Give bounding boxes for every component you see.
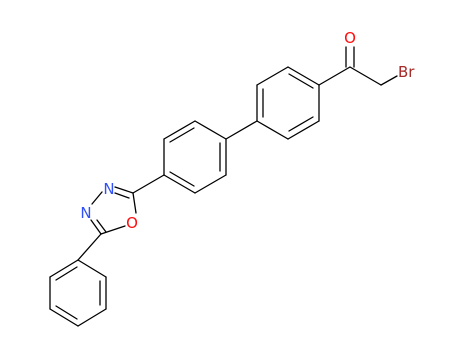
bond-inner [169, 127, 195, 143]
bond-inner [288, 73, 314, 89]
oxadiazole-nitrogen-label: N [80, 204, 91, 222]
bond [77, 308, 107, 327]
bond [163, 120, 196, 140]
bond [132, 192, 137, 214]
bond-inner [55, 305, 78, 320]
bond-inner [169, 171, 195, 187]
bond [287, 120, 320, 140]
bond-inner [55, 266, 78, 281]
bond [256, 66, 289, 86]
bond [77, 259, 107, 278]
bond [114, 186, 134, 194]
biphenyl-bond [225, 120, 258, 140]
bond [91, 191, 103, 205]
bond-inner [96, 219, 107, 233]
bond-inner [288, 116, 314, 132]
bond [287, 66, 320, 86]
bond [194, 120, 227, 140]
bond [380, 75, 398, 86]
bromoacetyl-group [318, 46, 398, 86]
bond [349, 66, 382, 86]
bond-inner [114, 192, 130, 199]
bond [49, 259, 79, 278]
bond [132, 174, 165, 194]
bromine-label: Br [398, 63, 415, 81]
bond [194, 174, 227, 194]
bond [49, 308, 79, 327]
bond [318, 66, 351, 86]
bond [100, 225, 126, 235]
phenyl-ring [49, 259, 107, 327]
phenyl-link-bond [77, 233, 102, 261]
carbonyl-oxygen-label: O [344, 29, 356, 47]
benzene-ring-b [163, 120, 227, 194]
bond [163, 174, 196, 194]
oxadiazole-ring [90, 174, 165, 235]
oxadiazole-nitrogen-label: N [103, 180, 114, 198]
bond [90, 219, 102, 235]
bond [256, 120, 289, 140]
benzene-ring-a [256, 66, 320, 140]
oxadiazole-oxygen-label: O [126, 214, 138, 232]
